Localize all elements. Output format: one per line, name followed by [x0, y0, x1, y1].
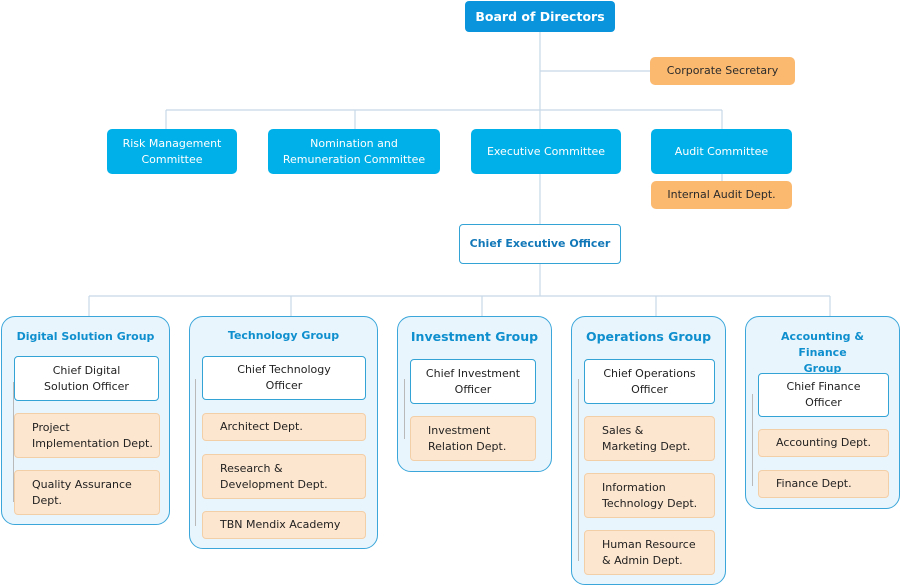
accounting-dept: Accounting Dept.: [758, 429, 889, 457]
information-technology-dept: Information Technology Dept.: [584, 473, 715, 518]
chief-operations-officer: Chief Operations Officer: [584, 359, 715, 404]
nomination-remuneration-committee: Nomination and Remuneration Committee: [268, 129, 440, 174]
chief-technology-officer: Chief Technology Officer: [202, 356, 366, 400]
human-resource-admin-dept: Human Resource & Admin Dept.: [584, 530, 715, 575]
group-title: Technology Group: [227, 329, 340, 342]
digital-solution-group: Digital Solution Group Chief Digital Sol…: [1, 316, 170, 525]
internal-audit-dept: Internal Audit Dept.: [651, 181, 792, 209]
project-implementation-dept: Project Implementation Dept.: [14, 413, 160, 458]
operations-group: Operations Group Chief Operations Office…: [571, 316, 726, 585]
executive-committee: Executive Committee: [471, 129, 621, 174]
chief-executive-officer: Chief Executive Officer: [459, 224, 621, 264]
risk-management-committee: Risk Management Committee: [107, 129, 237, 174]
audit-committee: Audit Committee: [651, 129, 792, 174]
chief-finance-officer: Chief Finance Officer: [758, 373, 889, 417]
research-development-dept: Research & Development Dept.: [202, 454, 366, 499]
group-tree-line: [13, 382, 14, 502]
group-title: Operations Group: [585, 329, 712, 344]
quality-assurance-dept: Quality Assurance Dept.: [14, 470, 160, 515]
sales-marketing-dept: Sales & Marketing Dept.: [584, 416, 715, 461]
investment-group: Investment Group Chief Investment Office…: [397, 316, 552, 472]
group-title: Digital Solution Group: [16, 330, 155, 343]
corporate-secretary: Corporate Secretary: [650, 57, 795, 85]
finance-dept: Finance Dept.: [758, 470, 889, 498]
architect-dept: Architect Dept.: [202, 413, 366, 441]
group-tree-line: [195, 379, 196, 526]
investment-relation-dept: Investment Relation Dept.: [410, 416, 536, 461]
group-title: Accounting & Finance Group: [781, 330, 864, 375]
technology-group: Technology Group Chief Technology Office…: [189, 316, 378, 549]
group-title: Investment Group: [410, 329, 539, 344]
tbn-mendix-academy: TBN Mendix Academy: [202, 511, 366, 539]
chief-investment-officer: Chief Investment Officer: [410, 359, 536, 404]
accounting-finance-group: Accounting & Finance Group Chief Finance…: [745, 316, 900, 509]
group-tree-line: [404, 379, 405, 439]
group-tree-line: [578, 379, 579, 561]
board-of-directors: Board of Directors: [465, 1, 615, 32]
group-tree-line: [752, 394, 753, 486]
chief-digital-solution-officer: Chief Digital Solution Officer: [14, 356, 159, 401]
